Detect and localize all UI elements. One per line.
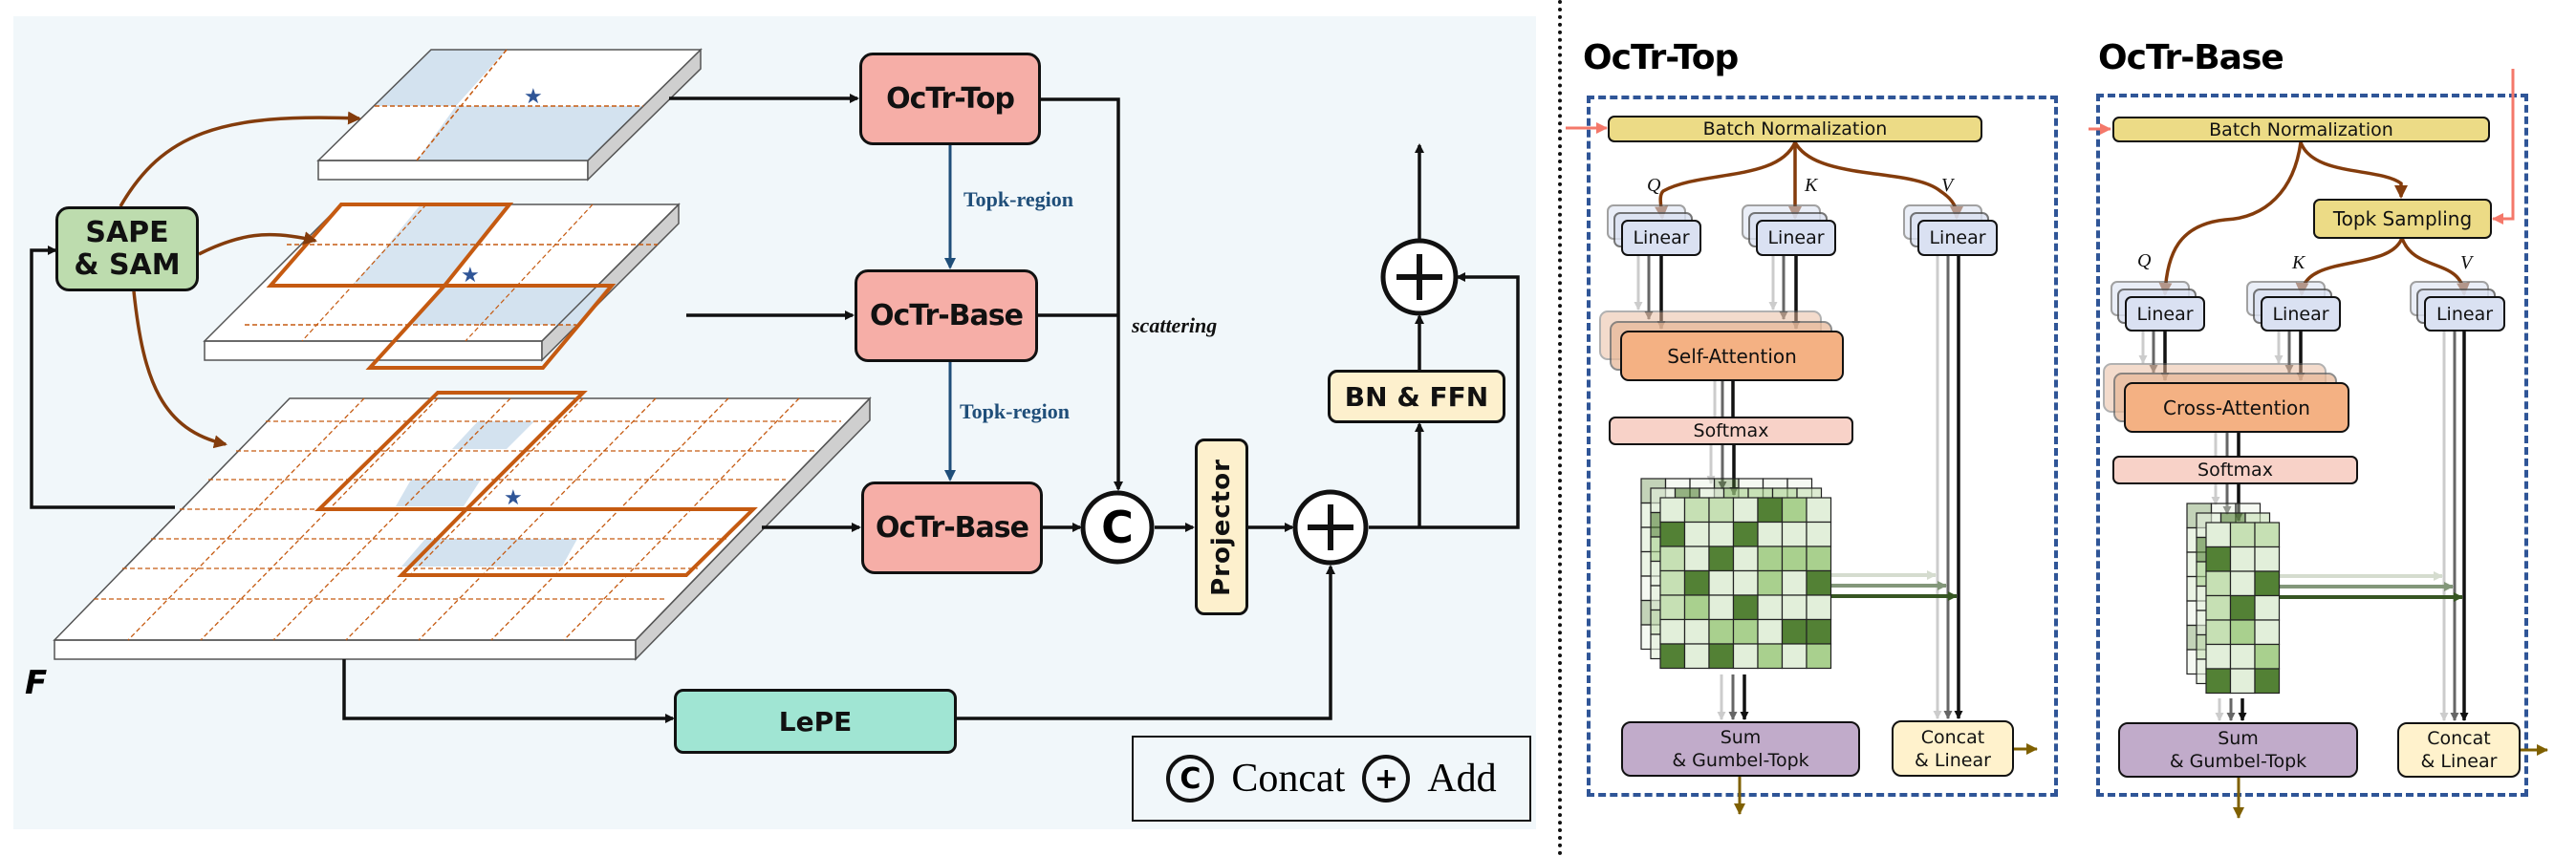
linear-label: & Linear (1915, 749, 1991, 771)
batch-norm-label: Batch Normalization (1702, 118, 1888, 139)
lepe-label: LePE (778, 705, 853, 738)
q-label: Q (2137, 250, 2152, 271)
softmax-node-top[interactable]: Softmax (1609, 417, 1853, 445)
self-attention-node[interactable]: Self-Attention (1620, 331, 1844, 381)
linear-q-node-base[interactable]: Linear (2125, 296, 2205, 332)
concat-legend-label: Concat (1231, 757, 1346, 801)
octr-base-node-bottom[interactable]: OcTr-Base (861, 482, 1043, 574)
sum-label: Sum (2218, 728, 2259, 749)
softmax-node-base[interactable]: Softmax (2112, 456, 2358, 484)
softmax-label: Softmax (2197, 460, 2273, 481)
bn-ffn-node[interactable]: BN & FFN (1328, 370, 1505, 423)
k-label: K (2292, 252, 2305, 273)
sape-label: SAPE (85, 215, 169, 249)
linear-v-node-base[interactable]: Linear (2424, 296, 2505, 332)
octr-top-title: OcTr-Top (1583, 38, 1739, 77)
topk-sampling-label: Topk Sampling (2332, 207, 2473, 230)
linear-label: & Linear (2420, 751, 2498, 772)
add-legend-label: Add (1427, 757, 1497, 801)
self-attention-label: Self-Attention (1667, 344, 1797, 368)
linear-label: Linear (2272, 303, 2329, 325)
linear-label: Linear (1767, 227, 1825, 248)
octr-base-node-mid[interactable]: OcTr-Base (855, 269, 1038, 362)
sum-gumbel-node-top[interactable]: Sum & Gumbel-Topk (1621, 721, 1860, 777)
add-legend-icon: + (1362, 755, 1411, 802)
batch-norm-node-top[interactable]: Batch Normalization (1608, 116, 1982, 142)
linear-k-node-top[interactable]: Linear (1756, 220, 1836, 256)
linear-v-node-top[interactable]: Linear (1917, 220, 1998, 256)
lepe-node[interactable]: LePE (674, 689, 957, 754)
legend: C Concat + Add (1132, 736, 1531, 822)
linear-label: Linear (2136, 303, 2194, 325)
concat-symbol: C (1101, 502, 1134, 553)
concat-label: Concat (2427, 728, 2491, 749)
cross-attention-node[interactable]: Cross-Attention (2124, 382, 2349, 433)
softmax-label: Softmax (1693, 420, 1769, 441)
q-label: Q (1647, 175, 1661, 196)
k-label: K (1805, 175, 1818, 196)
gumbel-topk-label: & Gumbel-Topk (2169, 751, 2307, 772)
octr-base-detail-box (2096, 94, 2528, 797)
octr-top-node[interactable]: OcTr-Top (859, 53, 1041, 145)
linear-label: Linear (1929, 227, 1986, 248)
v-label: V (1941, 175, 1954, 196)
topk-region-label-2: Topk-region (960, 399, 1070, 423)
projector-label: Projector (1207, 458, 1236, 596)
octr-top-detail-box (1587, 96, 2058, 797)
gumbel-topk-label: & Gumbel-Topk (1672, 750, 1809, 771)
sum-label: Sum (1720, 727, 1762, 748)
scattering-label: scattering (1132, 313, 1218, 337)
octr-top-label: OcTr-Top (886, 82, 1015, 116)
linear-k-node-base[interactable]: Linear (2261, 296, 2341, 332)
batch-norm-node-base[interactable]: Batch Normalization (2112, 117, 2490, 142)
concat-legend-icon: C (1166, 755, 1215, 802)
topk-region-label-1: Topk-region (963, 187, 1073, 211)
section-divider (1558, 0, 1562, 856)
octr-base-label: OcTr-Base (869, 299, 1024, 332)
bn-ffn-label: BN & FFN (1344, 380, 1489, 413)
cross-attention-label: Cross-Attention (2163, 396, 2310, 419)
octr-base-label: OcTr-Base (875, 511, 1029, 545)
linear-label: Linear (2435, 303, 2494, 325)
sam-label: & SAM (74, 247, 181, 282)
concat-linear-node-base[interactable]: Concat & Linear (2397, 722, 2521, 778)
sum-gumbel-node-base[interactable]: Sum & Gumbel-Topk (2118, 722, 2358, 778)
topk-sampling-node[interactable]: Topk Sampling (2313, 199, 2492, 239)
concat-linear-node-top[interactable]: Concat & Linear (1892, 720, 2014, 777)
linear-q-node-top[interactable]: Linear (1621, 220, 1701, 256)
v-label: V (2460, 252, 2473, 273)
batch-norm-label: Batch Normalization (2209, 118, 2393, 140)
sape-sam-node[interactable]: SAPE & SAM (55, 206, 199, 291)
feature-label: F (25, 664, 48, 702)
octr-base-title: OcTr-Base (2098, 38, 2284, 77)
linear-label: Linear (1633, 227, 1690, 248)
concat-label: Concat (1920, 726, 1985, 748)
projector-node[interactable]: Projector (1195, 439, 1248, 615)
